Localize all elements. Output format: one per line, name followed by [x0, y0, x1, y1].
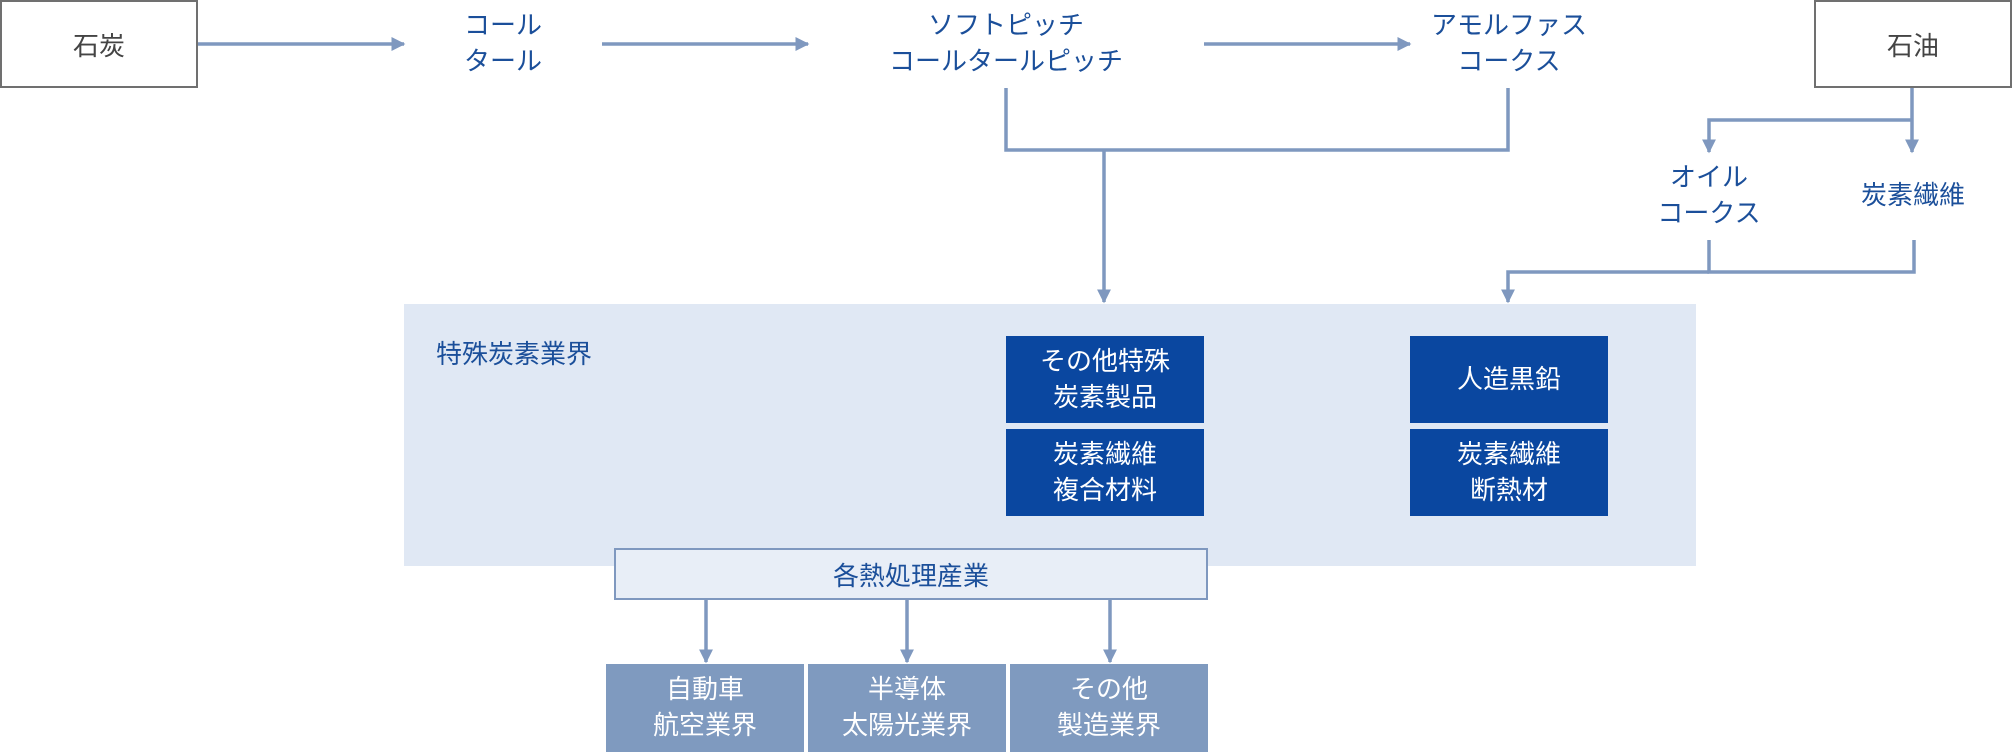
end-user-semiconductor-solar: 半導体 太陽光業界 — [808, 664, 1006, 752]
carbon-fiber-label: 炭素繊維 — [1860, 181, 1965, 211]
oil-box: 石油 — [1814, 0, 2012, 88]
pitch-label: ソフトピッチ コールタールピッチ — [888, 11, 1123, 77]
coal-label: 石炭 — [72, 31, 125, 62]
heat-treatment-bar: 各熱処理産業 — [614, 548, 1208, 600]
heat-treatment-label: 各熱処理産業 — [832, 561, 989, 592]
coal-tar-label: コール タール — [463, 11, 542, 77]
product-carbon-fiber-insulation: 炭素繊維 断熱材 — [1410, 429, 1608, 516]
merge-oil-products — [1707, 240, 1916, 274]
arrow-oil-to-oilcoke — [1702, 118, 1912, 154]
merge-pitch-coke — [1004, 88, 1510, 152]
product-cfrp: 炭素繊維 複合材料 — [1006, 429, 1204, 516]
oil-label: 石油 — [1886, 31, 1939, 62]
end-user-other-manufacturing: その他 製造業界 — [1010, 664, 1208, 752]
oil-coke-label: オイル コークス — [1657, 163, 1761, 229]
end-user-automotive-aerospace: 自動車 航空業界 — [606, 664, 804, 752]
product-artificial-graphite: 人造黒鉛 — [1410, 336, 1608, 423]
coal-box: 石炭 — [0, 0, 198, 88]
product-other-special-carbon: その他特殊 炭素製品 — [1006, 336, 1204, 423]
amorphous-coke-label: アモルファス コークス — [1430, 11, 1587, 77]
arrow-oil-merge-to-industry — [1501, 270, 1709, 304]
industry-title: 特殊炭素業界 — [436, 340, 593, 370]
